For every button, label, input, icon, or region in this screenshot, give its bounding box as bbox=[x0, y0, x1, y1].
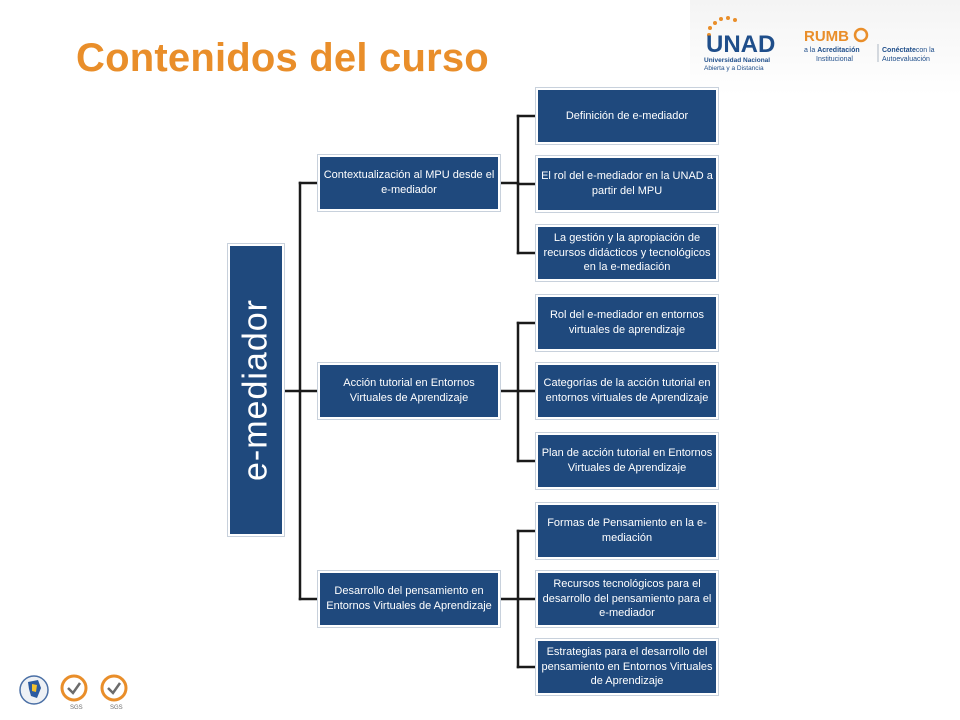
root-node-e-mediador: e-mediador bbox=[228, 244, 284, 536]
leaf-node-label: Categorías de la acción tutorial en ento… bbox=[543, 377, 711, 404]
header-logo-band bbox=[690, 0, 960, 95]
badge-label: SGS bbox=[70, 705, 83, 711]
leaf-node-label: La gestión y la apropiación de recursos … bbox=[543, 231, 711, 274]
certification-badge-icon: SGS bbox=[100, 674, 128, 711]
branch-node-label: Desarrollo del pensamiento en Entornos V… bbox=[326, 585, 492, 612]
branch-node-accion-tutorial: Acción tutorial en Entornos Virtuales de… bbox=[318, 363, 500, 419]
leaf-node-label: Formas de Pensamiento en la e-mediación bbox=[547, 517, 707, 544]
connect-line1: Conéctate bbox=[882, 47, 916, 54]
page-title: Contenidos del curso bbox=[76, 36, 489, 80]
colombia-map-icon bbox=[19, 675, 49, 705]
leaf-node: Plan de acción tutorial en Entornos Virt… bbox=[536, 433, 718, 489]
connect-line2: Autoevaluación bbox=[882, 56, 930, 63]
unad-name-line2: Abierta y a Distancia bbox=[704, 65, 764, 72]
rumbo-line1b: Acreditación bbox=[817, 47, 859, 54]
branch-node-label: Acción tutorial en Entornos Virtuales de… bbox=[343, 377, 475, 404]
leaf-node: Definición de e-mediador bbox=[536, 88, 718, 144]
root-node-label: e-mediador bbox=[236, 299, 275, 481]
leaf-node: El rol del e-mediador en la UNAD a parti… bbox=[536, 156, 718, 212]
leaf-node: Estrategias para el desarrollo del pensa… bbox=[536, 639, 718, 695]
branch-node-contextualizacion: Contextualización al MPU desde el e-medi… bbox=[318, 155, 500, 211]
badge-label: SGS bbox=[110, 705, 123, 711]
leaf-node-label: Rol del e-mediador en entornos virtuales… bbox=[549, 309, 705, 336]
unad-mark: UNAD bbox=[706, 31, 775, 58]
leaf-node-label: Recursos tecnológicos para el desarrollo… bbox=[542, 577, 712, 620]
leaf-node-label: El rol del e-mediador en la UNAD a parti… bbox=[541, 170, 713, 197]
rumbo-acreditacion-logo: RUMB a la Acreditación Institucional Con… bbox=[804, 27, 935, 63]
leaf-node: Recursos tecnológicos para el desarrollo… bbox=[536, 571, 718, 627]
leaf-node-label: Plan de acción tutorial en Entornos Virt… bbox=[541, 447, 713, 474]
compass-icon bbox=[853, 27, 869, 43]
svg-text:a la Acreditación: a la Acreditación bbox=[804, 47, 860, 54]
unad-name-line1: Universidad Nacional bbox=[704, 57, 770, 64]
rumbo-mark: RUMB bbox=[804, 28, 849, 45]
unad-sun-icon bbox=[707, 16, 737, 37]
leaf-node-label: Definición de e-mediador bbox=[565, 109, 689, 122]
rumbo-line1a: a la bbox=[804, 47, 817, 54]
branch-node-desarrollo-pensamiento: Desarrollo del pensamiento en Entornos V… bbox=[318, 571, 500, 627]
leaf-node: Formas de Pensamiento en la e-mediación bbox=[536, 503, 718, 559]
svg-text:Conéctatecon la: Conéctatecon la bbox=[882, 47, 935, 54]
leaf-node: Rol del e-mediador en entornos virtuales… bbox=[536, 295, 718, 351]
branch-node-label: Contextualización al MPU desde el e-medi… bbox=[323, 169, 495, 196]
certification-badge-icon: SGS bbox=[60, 674, 88, 711]
certification-badges: SGS SGS bbox=[19, 674, 128, 711]
leaf-node: Categorías de la acción tutorial en ento… bbox=[536, 363, 718, 419]
leaf-node: La gestión y la apropiación de recursos … bbox=[536, 225, 718, 281]
rumbo-line2: Institucional bbox=[816, 56, 853, 63]
leaf-node-label: Estrategias para el desarrollo del pensa… bbox=[541, 645, 713, 688]
connect-line1b: con la bbox=[916, 47, 935, 54]
unad-logo: UNAD Universidad Nacional Abierta y a Di… bbox=[704, 16, 775, 72]
